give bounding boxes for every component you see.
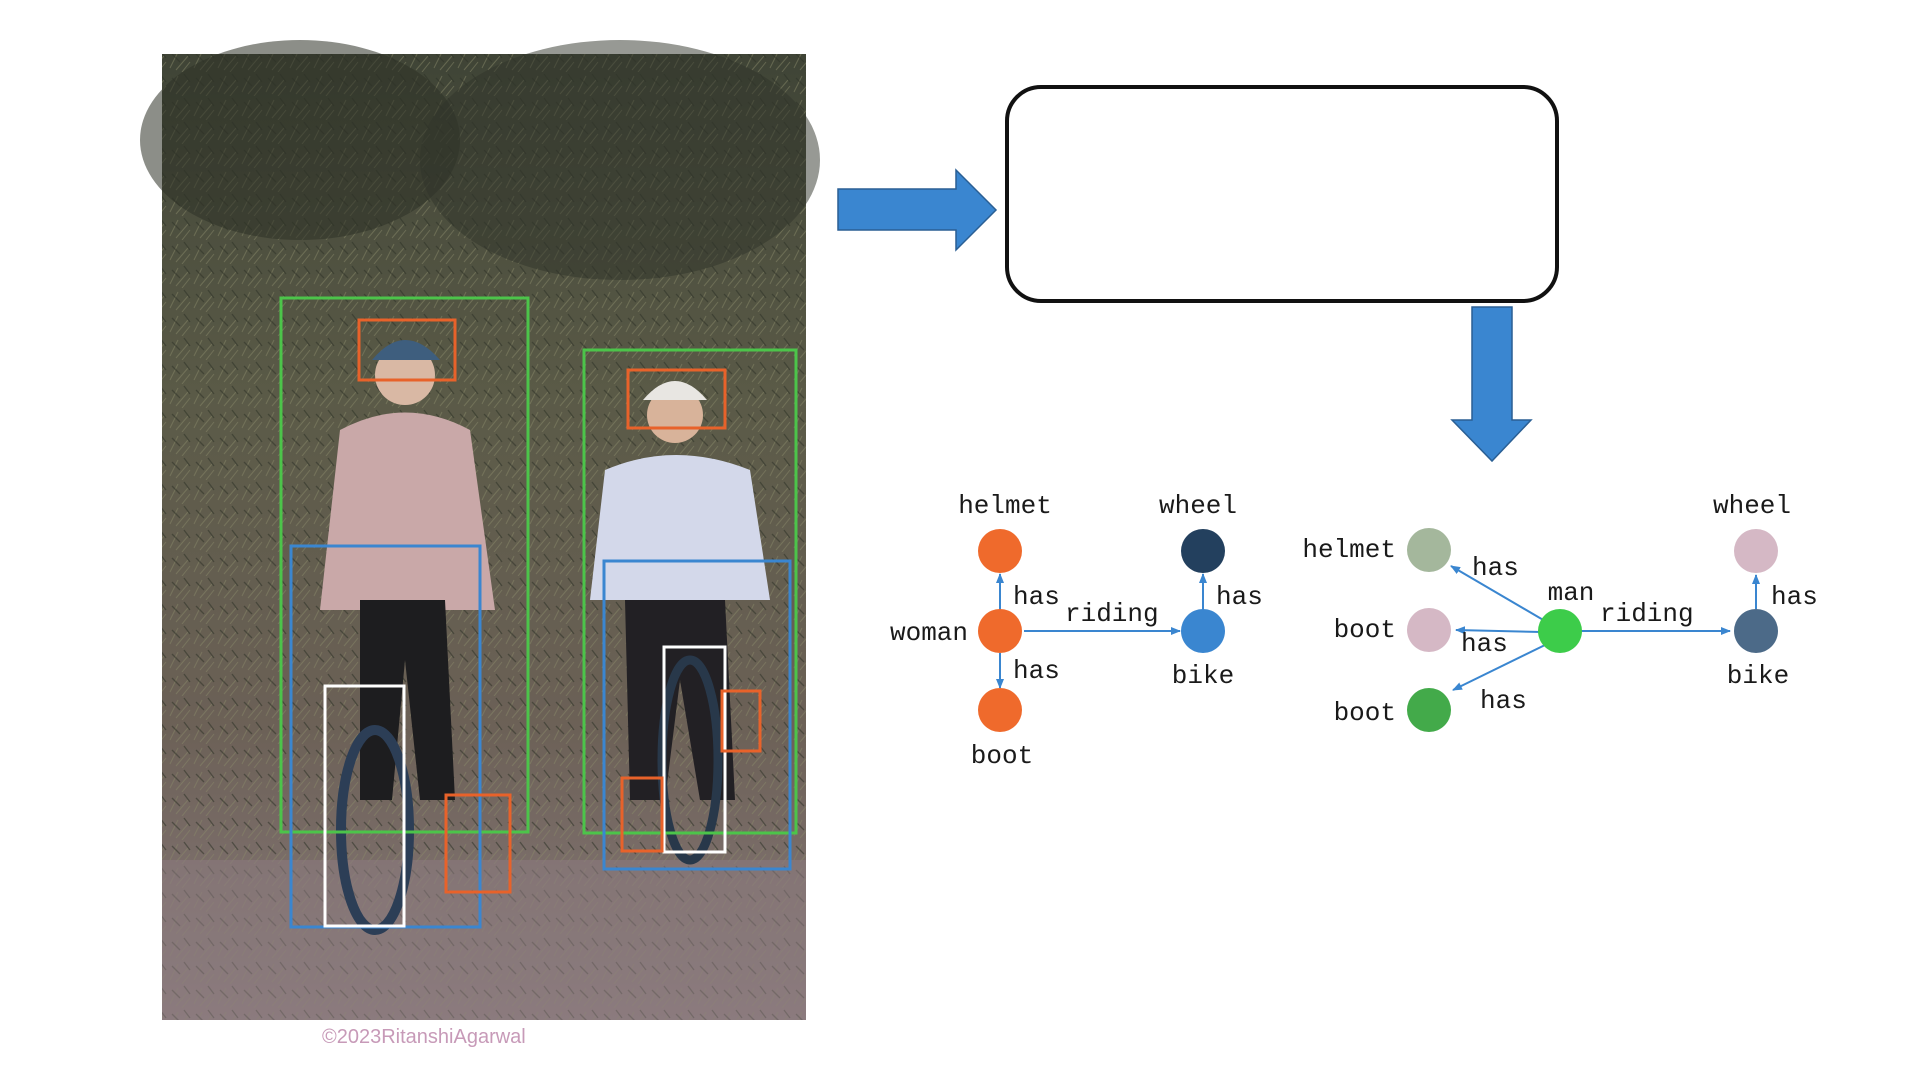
node-woman-bike	[1181, 609, 1225, 653]
edge-label-man-bike-wheel: has	[1771, 582, 1818, 612]
label-woman: woman	[890, 618, 968, 648]
node-man-bike	[1734, 609, 1778, 653]
copyright-text: ©2023RitanshiAgarwal	[322, 1026, 526, 1048]
scene-graph-woman: helmet wheel woman bike boot has riding …	[890, 491, 1263, 771]
scene-graph-man: helmet boot boot man wheel bike has has …	[1302, 491, 1818, 732]
woman-boot-box	[444, 793, 512, 894]
node-man-wheel	[1734, 529, 1778, 573]
node-man	[1538, 609, 1582, 653]
node-woman-boot	[978, 688, 1022, 732]
node-man-boot-2	[1407, 688, 1451, 732]
model-box	[1005, 85, 1559, 303]
man-rider-figure	[590, 381, 770, 865]
man-bike-box	[602, 559, 792, 871]
edge-label-man-boot-1: has	[1461, 629, 1508, 659]
node-woman	[978, 609, 1022, 653]
down-arrow-icon	[1450, 306, 1533, 463]
label-man: man	[1548, 578, 1595, 608]
label-woman-wheel: wheel	[1159, 491, 1237, 521]
edge-label-woman-bike: riding	[1065, 599, 1159, 629]
label-woman-helmet: helmet	[958, 491, 1052, 521]
node-woman-helmet	[978, 529, 1022, 573]
woman-wheel-box	[323, 684, 406, 928]
node-woman-wheel	[1181, 529, 1225, 573]
label-man-bike: bike	[1727, 661, 1789, 691]
edge-man-helmet	[1450, 565, 1546, 622]
man-person-box	[582, 348, 798, 835]
woman-helmet-box	[357, 318, 457, 382]
label-man-boot-2: boot	[1334, 698, 1396, 728]
node-man-boot-1	[1407, 608, 1451, 652]
edge-label-man-boot-2: has	[1480, 686, 1527, 716]
edge-label-man-helmet: has	[1472, 553, 1519, 583]
label-woman-boot: boot	[971, 741, 1033, 771]
man-boot-box-1	[720, 689, 762, 753]
edge-label-woman-boot: has	[1013, 656, 1060, 686]
edge-label-bike-wheel: has	[1216, 582, 1263, 612]
label-man-boot-1: boot	[1334, 615, 1396, 645]
cyclists-photo	[140, 40, 820, 1020]
node-man-helmet	[1407, 528, 1451, 572]
edge-man-boot-1	[1455, 626, 1542, 635]
label-woman-bike: bike	[1172, 661, 1234, 691]
edge-label-woman-helmet: has	[1013, 582, 1060, 612]
label-man-wheel: wheel	[1713, 491, 1791, 521]
edge-man-boot-2	[1452, 644, 1546, 691]
man-boot-box-2	[620, 776, 664, 853]
right-arrow-icon	[837, 168, 998, 252]
man-helmet-box	[626, 368, 727, 430]
edge-label-man-bike: riding	[1600, 599, 1694, 629]
label-man-helmet: helmet	[1302, 535, 1396, 565]
woman-rider-figure	[320, 340, 495, 935]
